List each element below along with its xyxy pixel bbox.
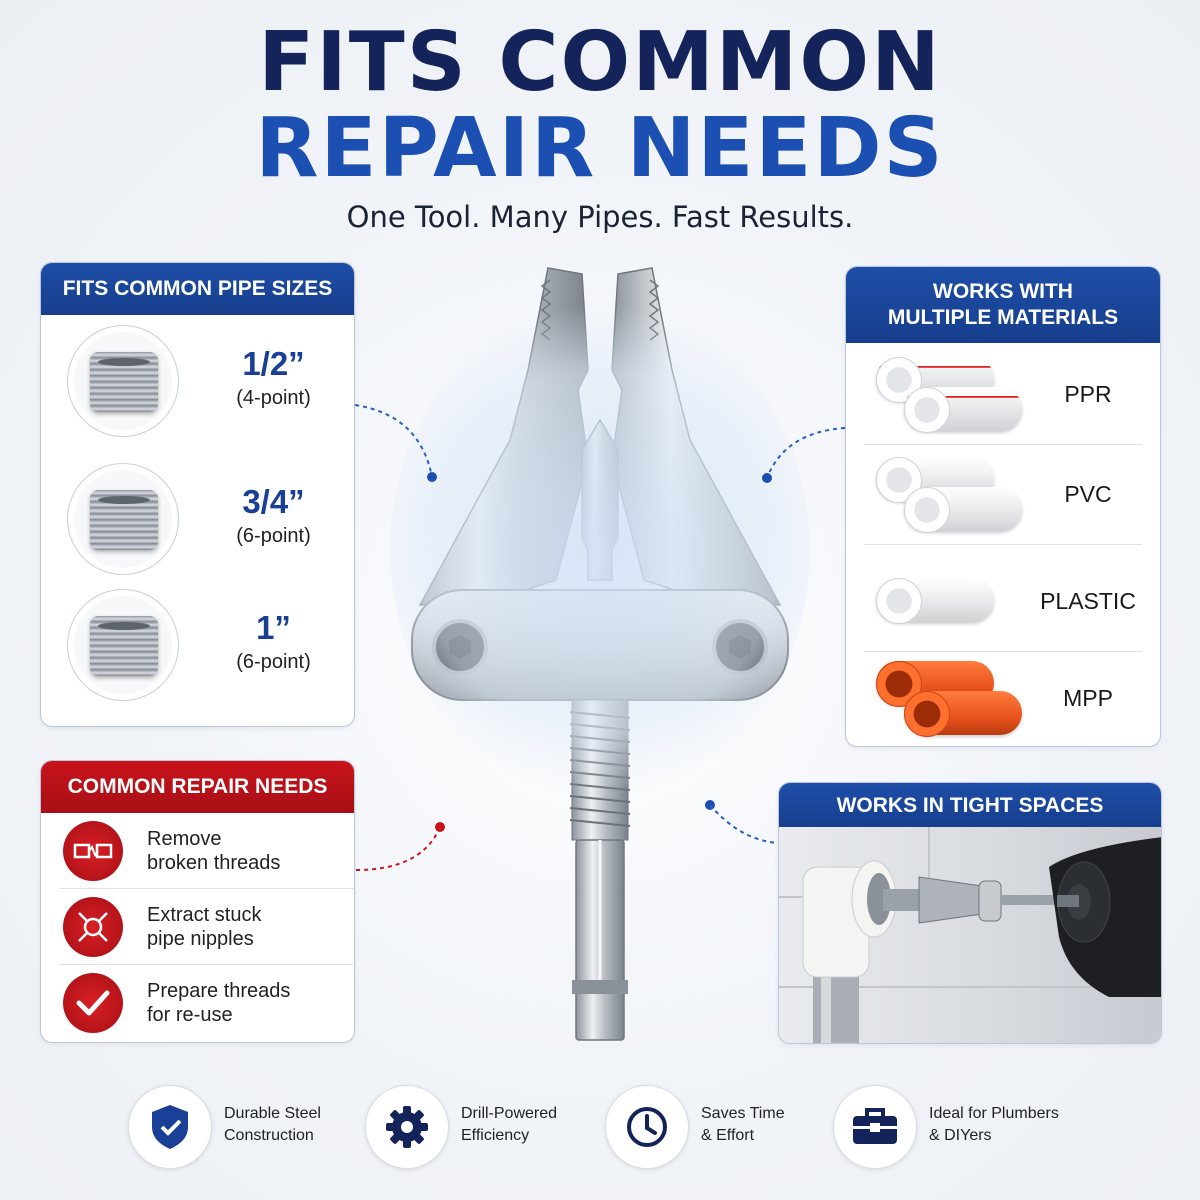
broken-thread-icon <box>63 821 123 881</box>
page-title-line1: FITS COMMON <box>258 15 942 110</box>
feature-line2: & Effort <box>701 1127 755 1144</box>
shield-icon <box>128 1085 212 1169</box>
pipe-size-value: 3/4” <box>242 483 305 520</box>
page-title-line2: REPAIR NEEDS <box>255 101 945 196</box>
feature-drill-powered: Drill-Powered Efficiency <box>365 1085 595 1169</box>
repair-item: Prepare threads for re-use <box>59 965 354 1041</box>
tight-spaces-heading: WORKS IN TIGHT SPACES <box>779 783 1161 829</box>
page-subtitle: One Tool. Many Pipes. Fast Results. <box>346 200 854 234</box>
material-row: PPR <box>864 345 1142 445</box>
repair-item-line2: pipe nipples <box>147 928 254 950</box>
coupler-icon <box>67 325 179 437</box>
feature-saves-time: Saves Time & Effort <box>605 1085 835 1169</box>
feature-durable-steel: Durable Steel Construction <box>128 1085 358 1169</box>
feature-plumbers-diy: Ideal for Plumbers & DIYers <box>833 1085 1063 1169</box>
material-label: MPP <box>1063 685 1113 711</box>
material-row: PLASTIC <box>864 552 1142 652</box>
pipe-size-row: 1/2” (4-point) <box>41 321 354 441</box>
pipe-size-value: 1” <box>256 609 291 646</box>
tool-halo <box>390 300 810 800</box>
repair-item-text: Prepare threads for re-use <box>147 979 347 1027</box>
repair-item: Extract stuck pipe nipples <box>59 889 354 965</box>
materials-heading-line1: WORKS WITH <box>933 280 1073 303</box>
material-label: PPR <box>1064 381 1112 407</box>
pvc-pipe-icon <box>876 457 1026 537</box>
repair-item-line1: Extract stuck <box>147 904 262 926</box>
material-row: PVC <box>864 445 1142 545</box>
feature-text: Durable Steel Construction <box>224 1103 364 1147</box>
toolbox-icon <box>833 1085 917 1169</box>
mpp-pipe-icon <box>876 661 1026 741</box>
tight-spaces-photo <box>779 827 1161 1043</box>
coupler-icon <box>67 589 179 701</box>
feature-line1: Saves Time <box>701 1105 785 1122</box>
clock-icon <box>605 1085 689 1169</box>
material-label: PVC <box>1064 481 1112 507</box>
feature-line2: & DIYers <box>929 1127 992 1144</box>
feature-line1: Drill-Powered <box>461 1105 558 1122</box>
repair-item-line1: Remove <box>147 828 222 850</box>
feature-line2: Construction <box>224 1127 314 1144</box>
repair-item-text: Remove broken threads <box>147 827 347 875</box>
plastic-pipe-icon <box>876 564 1026 644</box>
tight-spaces-panel: WORKS IN TIGHT SPACES <box>778 782 1162 1044</box>
feature-line1: Ideal for Plumbers <box>929 1105 1059 1122</box>
coupler-icon <box>67 463 179 575</box>
repair-item-line2: for re-use <box>147 1004 233 1026</box>
pipe-size-row: 1” (6-point) <box>41 585 354 705</box>
connector-sizes <box>354 404 437 482</box>
materials-heading-line2: MULTIPLE MATERIALS <box>887 306 1119 329</box>
thread-extractor-tool <box>350 260 850 1070</box>
repair-needs-panel: COMMON REPAIR NEEDS Remove broken thread… <box>40 760 355 1043</box>
pipe-sizes-heading: FITS COMMON PIPE SIZES <box>41 263 354 315</box>
feature-text: Ideal for Plumbers & DIYers <box>929 1103 1069 1147</box>
ppr-pipe-icon <box>876 357 1026 437</box>
repair-needs-heading: COMMON REPAIR NEEDS <box>41 761 354 813</box>
pipe-size-value: 1/2” <box>242 345 305 382</box>
pipe-size-points: (6-point) <box>236 525 311 547</box>
gear-icon <box>365 1085 449 1169</box>
pipe-size-points: (4-point) <box>236 387 311 409</box>
connector-repairs <box>355 822 445 871</box>
material-row: MPP <box>864 649 1142 746</box>
pipe-size-points: (6-point) <box>236 651 311 673</box>
feature-line1: Durable Steel <box>224 1105 321 1122</box>
material-label: PLASTIC <box>1040 588 1136 614</box>
pipe-size-row: 3/4” (6-point) <box>41 459 354 579</box>
feature-line2: Efficiency <box>461 1127 530 1144</box>
pipe-sizes-panel: FITS COMMON PIPE SIZES 1/2” (4-point) 3/… <box>40 262 355 727</box>
feature-text: Drill-Powered Efficiency <box>461 1103 601 1147</box>
checkmark-icon <box>63 973 123 1033</box>
repair-item: Remove broken threads <box>59 813 354 889</box>
feature-text: Saves Time & Effort <box>701 1103 841 1147</box>
repair-item-line2: broken threads <box>147 852 281 874</box>
connector-tight <box>705 800 779 844</box>
repair-item-line1: Prepare threads <box>147 980 291 1002</box>
repair-item-text: Extract stuck pipe nipples <box>147 903 347 951</box>
connector-materials <box>762 427 846 483</box>
materials-heading: WORKS WITH MULTIPLE MATERIALS <box>846 267 1160 343</box>
materials-panel: WORKS WITH MULTIPLE MATERIALS PPR PVC PL… <box>845 266 1161 747</box>
stuck-nipple-icon <box>63 897 123 957</box>
